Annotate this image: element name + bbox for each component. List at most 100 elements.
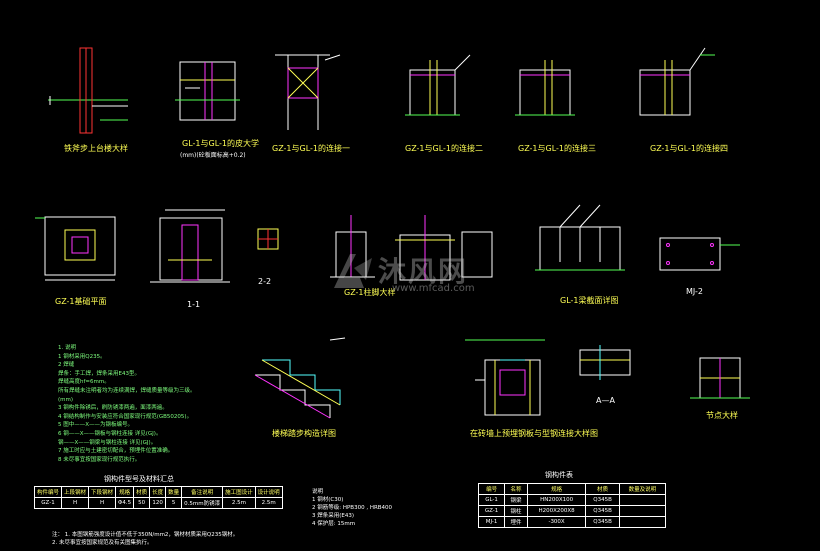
note-line: 1 钢材采用Q235。 — [58, 353, 106, 360]
note-line: 7 施工时应与土建密切配合，预埋件位置准确。 — [58, 448, 174, 455]
column-header: 设计说明 — [254, 486, 283, 498]
note-line: 3 钢构件除锈后，刷防锈漆两遍，面漆两遍。 — [58, 405, 168, 412]
note-line: 5 图中——X——为钢板编号。 — [58, 422, 134, 429]
note-line: 8 未尽事宜按国家现行规范执行。 — [58, 456, 141, 463]
detail-connection-3 — [515, 60, 575, 116]
footnote-line: 注： 1. 本图钢筋强度设计值不低于350N/mm2，钢材材质采用Q235钢材。 — [52, 532, 239, 538]
table-cell: GZ-1 — [33, 497, 63, 509]
material-table: 构件编号 上段钢材 下段钢材 规格 材质 长度 数量 备注说明 施工图设计 设计… — [33, 486, 283, 509]
table-cell: 埋件 — [504, 516, 528, 528]
column-header: 材质 — [585, 483, 620, 495]
table-cell: 5 — [165, 497, 183, 509]
note-line: 2 钢筋等级: HPB300 , HRB400 — [312, 505, 393, 511]
watermark: 沐风网 www.mfcad.com — [330, 250, 500, 295]
table-cell: 2.5m — [254, 497, 283, 509]
table-row: GL-1 钢梁 HN200X100 Q345B — [477, 494, 667, 506]
column-header: 长度 — [149, 486, 167, 498]
detail-connection-4 — [639, 47, 715, 116]
detail-foundation-plan — [35, 216, 116, 281]
detail-section-2-2 — [257, 228, 279, 250]
detail-connection-2 — [405, 54, 471, 116]
table-cell: HN200X100 — [526, 494, 587, 506]
title-connection-1: GZ-1与GL-1的连接一 — [272, 144, 351, 153]
detail-connection-1 — [275, 54, 341, 130]
table-cell: GZ-1 — [477, 505, 506, 517]
title-stair-column: 铁斧步上台楼大样 — [64, 144, 128, 153]
table-cell: 0.5mm防锈漆 — [181, 497, 224, 509]
note-line: 6 钢——X——钢板与钢柱连接 详见(GJ)。 — [58, 430, 162, 437]
table-cell: -300X — [526, 516, 587, 528]
title-foundation-plan: GZ-1基础平面 — [55, 297, 107, 306]
title-section-1-1: 1-1 — [187, 300, 201, 309]
detail-gl1-section — [535, 204, 625, 271]
table-cell: 2.5m — [222, 497, 256, 509]
title-connection-4: GZ-1与GL-1的连接四 — [650, 144, 729, 153]
table-cell: 120 — [149, 497, 167, 509]
table-header-row: 构件编号 上段钢材 下段钢材 规格 材质 长度 数量 备注说明 施工图设计 设计… — [33, 486, 283, 498]
table-row: GZ-1 钢柱 H200X200X8 Q345B — [477, 505, 667, 517]
column-header: 下段钢材 — [88, 486, 117, 498]
column-header: 规格 — [115, 486, 135, 498]
table-cell: H200X200X8 — [526, 505, 587, 517]
table-cell: MJ-1 — [477, 516, 506, 528]
note-line: 1 钢材(C30) — [312, 497, 344, 503]
table-cell: GL-1 — [477, 494, 506, 506]
table-row: MJ-1 埋件 -300X Q345B — [477, 516, 667, 528]
detail-mj2 — [659, 237, 740, 271]
note-line: 焊缝高度hf=6mm。 — [58, 379, 110, 386]
column-header: 编号 — [477, 483, 506, 495]
footnotes: 注： 1. 本图钢筋强度设计值不低于350N/mm2，钢材材质采用Q235钢材。… — [52, 531, 238, 547]
title-node: 节点大样 — [706, 411, 738, 420]
table-header-row: 编号 名称 规格 材质 数量及说明 — [477, 483, 667, 495]
table-cell: H — [61, 497, 90, 509]
title-stair-step: 楼梯踏步构造详图 — [272, 429, 336, 438]
detail-column-base — [330, 215, 493, 281]
watermark-text: 沐风网 — [378, 255, 469, 288]
column-header: 构件编号 — [33, 486, 63, 498]
watermark-url: www.mfcad.com — [392, 283, 475, 294]
column-header: 规格 — [526, 483, 587, 495]
detail-embedded-plate — [465, 339, 545, 416]
detail-a-a — [579, 345, 631, 380]
title-mj2: MJ-2 — [686, 287, 703, 296]
note-line: 4 保护层: 15mm — [312, 521, 356, 527]
note-line: 4 钢结构制作与安装应符合国家现行规范(GB50205)。 — [58, 413, 193, 420]
column-header: 备注说明 — [181, 486, 224, 498]
title-column-base: GZ-1柱脚大样 — [344, 288, 396, 297]
note-line: 钢——X——钢梁与钢柱连接 详见(GJ)。 — [58, 439, 157, 446]
middle-notes: 说明 1 钢材(C30) 2 钢筋等级: HPB300 , HRB400 3 焊… — [312, 488, 392, 528]
table-cell: Q345B — [585, 516, 620, 528]
detail-stair-column — [48, 47, 128, 134]
note-line: 说明 — [312, 489, 324, 495]
footnote-line: 2. 未尽事宜按国家规范及有关图集执行。 — [52, 540, 153, 546]
table-cell: 钢柱 — [504, 505, 528, 517]
note-line: 焊条：手工焊，焊条采用E43型。 — [58, 370, 140, 377]
column-header: 名称 — [504, 483, 528, 495]
design-notes: 1. 说明 1 钢材采用Q235。 2 焊缝 焊条：手工焊，焊条采用E43型。 … — [58, 344, 298, 464]
note-line: (mm) — [58, 396, 74, 403]
detail-section-1-1 — [150, 209, 230, 283]
title-connection-2: GZ-1与GL-1的连接二 — [405, 144, 484, 153]
title-gl1-section: GL-1梁截面详图 — [560, 296, 619, 305]
detail-gl1-bearing — [175, 61, 240, 121]
title-embedded-plate: 在砖墙上预埋钢板与型钢连接大样图 — [470, 429, 598, 438]
table-cell: 50 — [133, 497, 151, 509]
column-header: 材质 — [133, 486, 151, 498]
title-section-2-2: 2-2 — [258, 277, 272, 286]
title-a-a: A—A — [596, 396, 615, 405]
note-line: 2 焊缝 — [58, 362, 75, 369]
table-cell: Q345B — [585, 494, 620, 506]
table-row: GZ-1 H H Φ4.5 50 120 5 0.5mm防锈漆 2.5m 2.5… — [33, 497, 283, 509]
table-cell: H — [88, 497, 117, 509]
column-header: 施工图设计 — [222, 486, 256, 498]
table-cell: Φ4.5 — [115, 497, 135, 509]
watermark-logo-icon — [334, 254, 372, 288]
title-gl1-bearing: GL-1与GL-1的皮大学 — [182, 139, 259, 148]
note-line: 3 焊条采用(E43) — [312, 513, 355, 519]
right-table-title: 钢构件表 — [545, 471, 573, 479]
column-header: 数量及说明 — [618, 483, 667, 495]
table-cell — [618, 516, 667, 528]
detail-node — [690, 357, 750, 399]
detail-stair-step — [254, 337, 346, 419]
